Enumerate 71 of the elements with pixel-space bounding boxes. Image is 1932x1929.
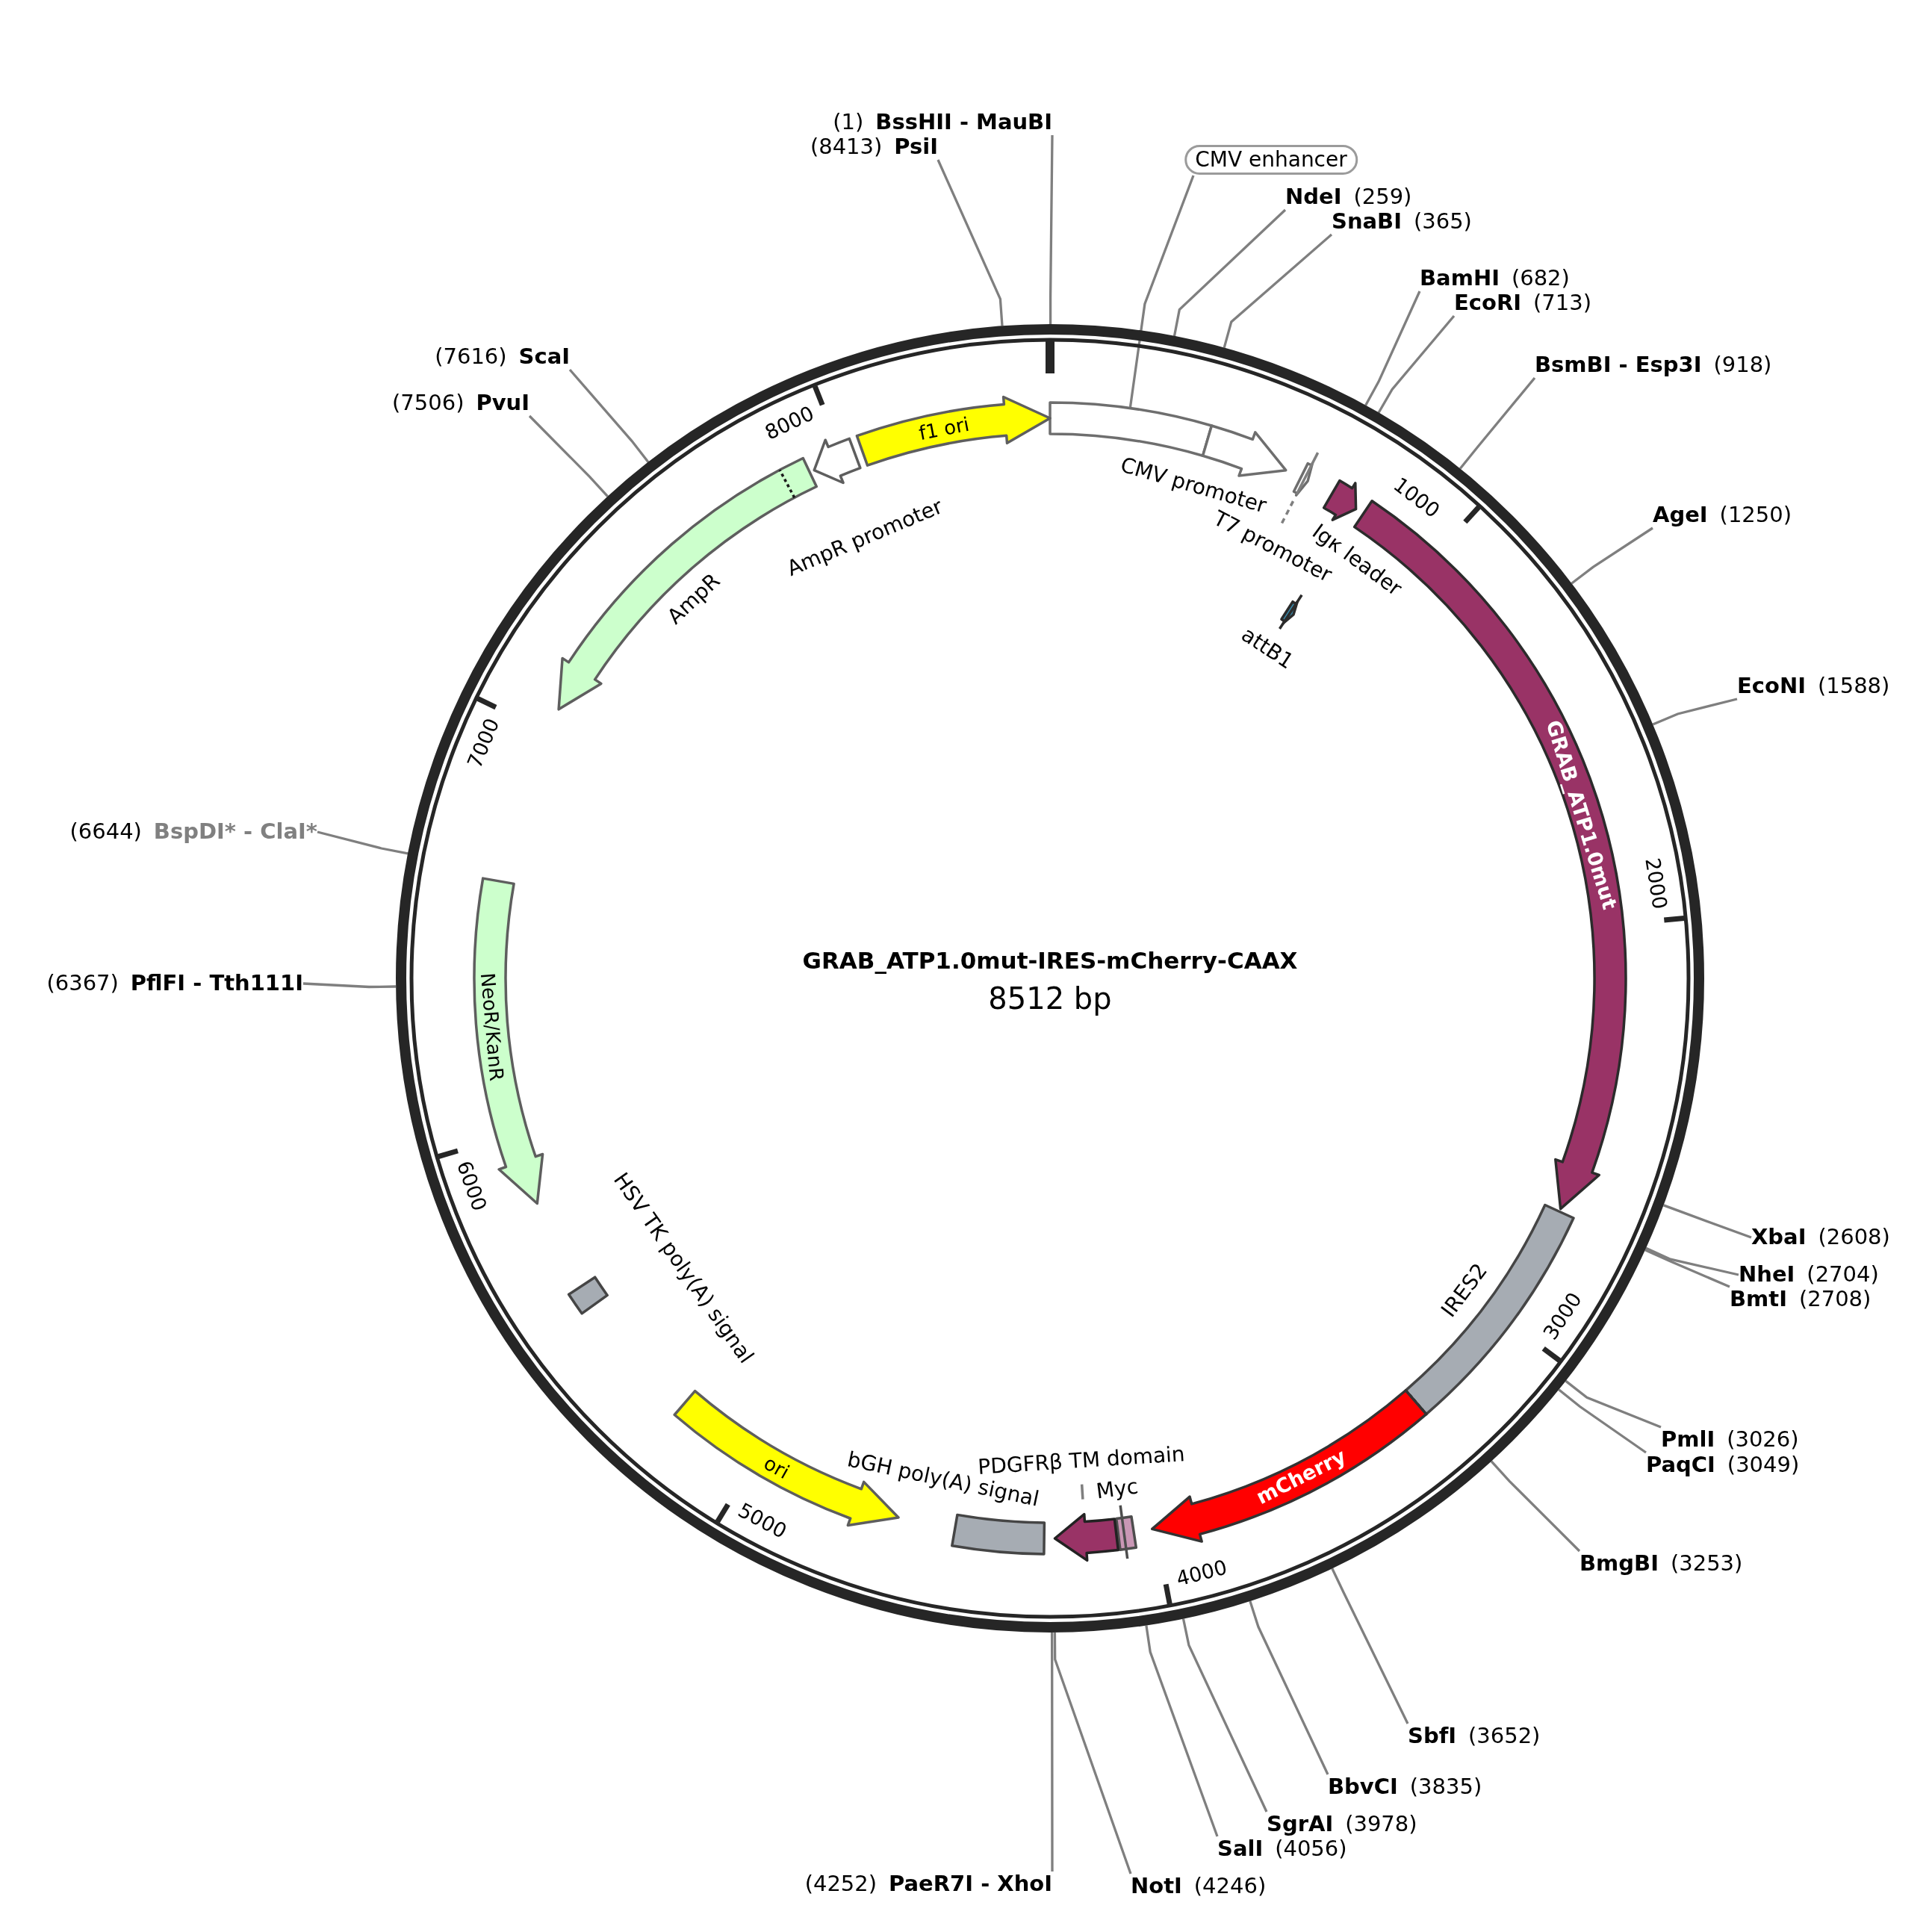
restriction-site-label: SalI (4056) <box>1217 1836 1347 1862</box>
restriction-site-label: PaqCI (3049) <box>1646 1453 1800 1478</box>
restriction-site-label: BamHI (682) <box>1420 266 1570 291</box>
feature-segment <box>567 1276 609 1315</box>
leader-line <box>1645 1246 1739 1276</box>
feature-label: Myc <box>1095 1476 1140 1503</box>
leader-line <box>1565 1379 1662 1429</box>
leader-line <box>568 368 650 463</box>
restriction-site-label: BsmBI - Esp3I (918) <box>1535 352 1772 378</box>
restriction-site-label: PmlI (3026) <box>1661 1427 1799 1453</box>
feature-label: NeoR/KanR <box>477 972 507 1082</box>
leader-line <box>1459 376 1536 470</box>
restriction-site-label: (6367) PflFI - Tth111I <box>46 971 303 996</box>
feature-segment <box>951 1513 1046 1556</box>
restriction-site-label: BbvCI (3835) <box>1328 1774 1482 1800</box>
scale-label: 7000 <box>464 715 503 771</box>
scale-label: 2000 <box>1642 856 1671 910</box>
leader-line <box>1249 1600 1329 1775</box>
leader-line <box>937 159 1004 326</box>
leader-line <box>1377 314 1456 414</box>
restriction-site-label: AgeI (1250) <box>1653 503 1792 528</box>
leader-line <box>1558 1388 1647 1454</box>
feature-block <box>1322 479 1358 521</box>
scale-label: 8000 <box>761 403 817 443</box>
restriction-site-label: XbaI (2608) <box>1751 1225 1890 1250</box>
restriction-site-label: BmtI (2708) <box>1730 1287 1872 1312</box>
leader-line <box>1663 1204 1752 1239</box>
restriction-site-label: (6644) BspDI* - ClaI* <box>69 819 317 845</box>
feature-label: PDGFRβ TM domain <box>977 1443 1186 1478</box>
leader-line <box>302 982 397 989</box>
feature-block <box>1280 452 1320 524</box>
restriction-site-label: SbfI (3652) <box>1408 1724 1541 1749</box>
scale-label: 4000 <box>1174 1556 1230 1589</box>
leader-line <box>528 414 609 497</box>
feature-block <box>855 395 1052 467</box>
leader-line <box>1145 1625 1219 1837</box>
leader-line <box>1644 1249 1730 1288</box>
restriction-site-label: (8413) PsiI <box>810 134 938 160</box>
leader-line <box>1181 1618 1268 1812</box>
restriction-site-label: BmgBI (3253) <box>1580 1551 1743 1577</box>
restriction-site-label: (4252) PaeR7I - XhoI <box>804 1871 1052 1897</box>
feature-block <box>813 437 862 485</box>
leader-line <box>1053 1633 1132 1874</box>
leader-line <box>317 830 409 855</box>
leader-line <box>1223 233 1333 349</box>
leader-line <box>1364 291 1421 406</box>
leader-line <box>1490 1460 1581 1553</box>
restriction-site-label: EcoRI (713) <box>1454 291 1591 316</box>
leader-line <box>1331 1568 1409 1724</box>
restriction-site-label: NdeI (259) <box>1285 184 1412 210</box>
feature-label: ori <box>761 1453 793 1482</box>
restriction-site-label: (7616) ScaI <box>435 344 570 370</box>
restriction-site-label: EcoNI (1588) <box>1737 674 1890 699</box>
leader-line <box>1571 526 1653 585</box>
plasmid-name: GRAB_ATP1.0mut-IRES-mCherry-CAAX <box>802 948 1298 975</box>
plasmid-length: 8512 bp <box>988 982 1112 1015</box>
restriction-site-label: NotI (4246) <box>1131 1874 1267 1899</box>
restriction-site-label: NheI (2704) <box>1739 1262 1879 1287</box>
leader-line <box>1172 208 1287 337</box>
leader-line <box>1049 135 1054 324</box>
scale-label: 6000 <box>454 1158 491 1214</box>
restriction-site-label: (7506) PvuI <box>392 391 529 416</box>
feature-block <box>1279 594 1303 630</box>
leader-line <box>1652 698 1738 726</box>
leader-line <box>1128 175 1195 408</box>
restriction-site-label: SnaBI (365) <box>1332 209 1472 234</box>
leader-line <box>1050 1633 1054 1871</box>
feature-label: f1 ori <box>917 414 971 443</box>
feature-callout: CMV enhancer <box>1184 144 1358 175</box>
restriction-site-label: SgrAI (3978) <box>1267 1812 1417 1837</box>
restriction-site-label: (1) BssHII - MauBI <box>833 110 1052 135</box>
